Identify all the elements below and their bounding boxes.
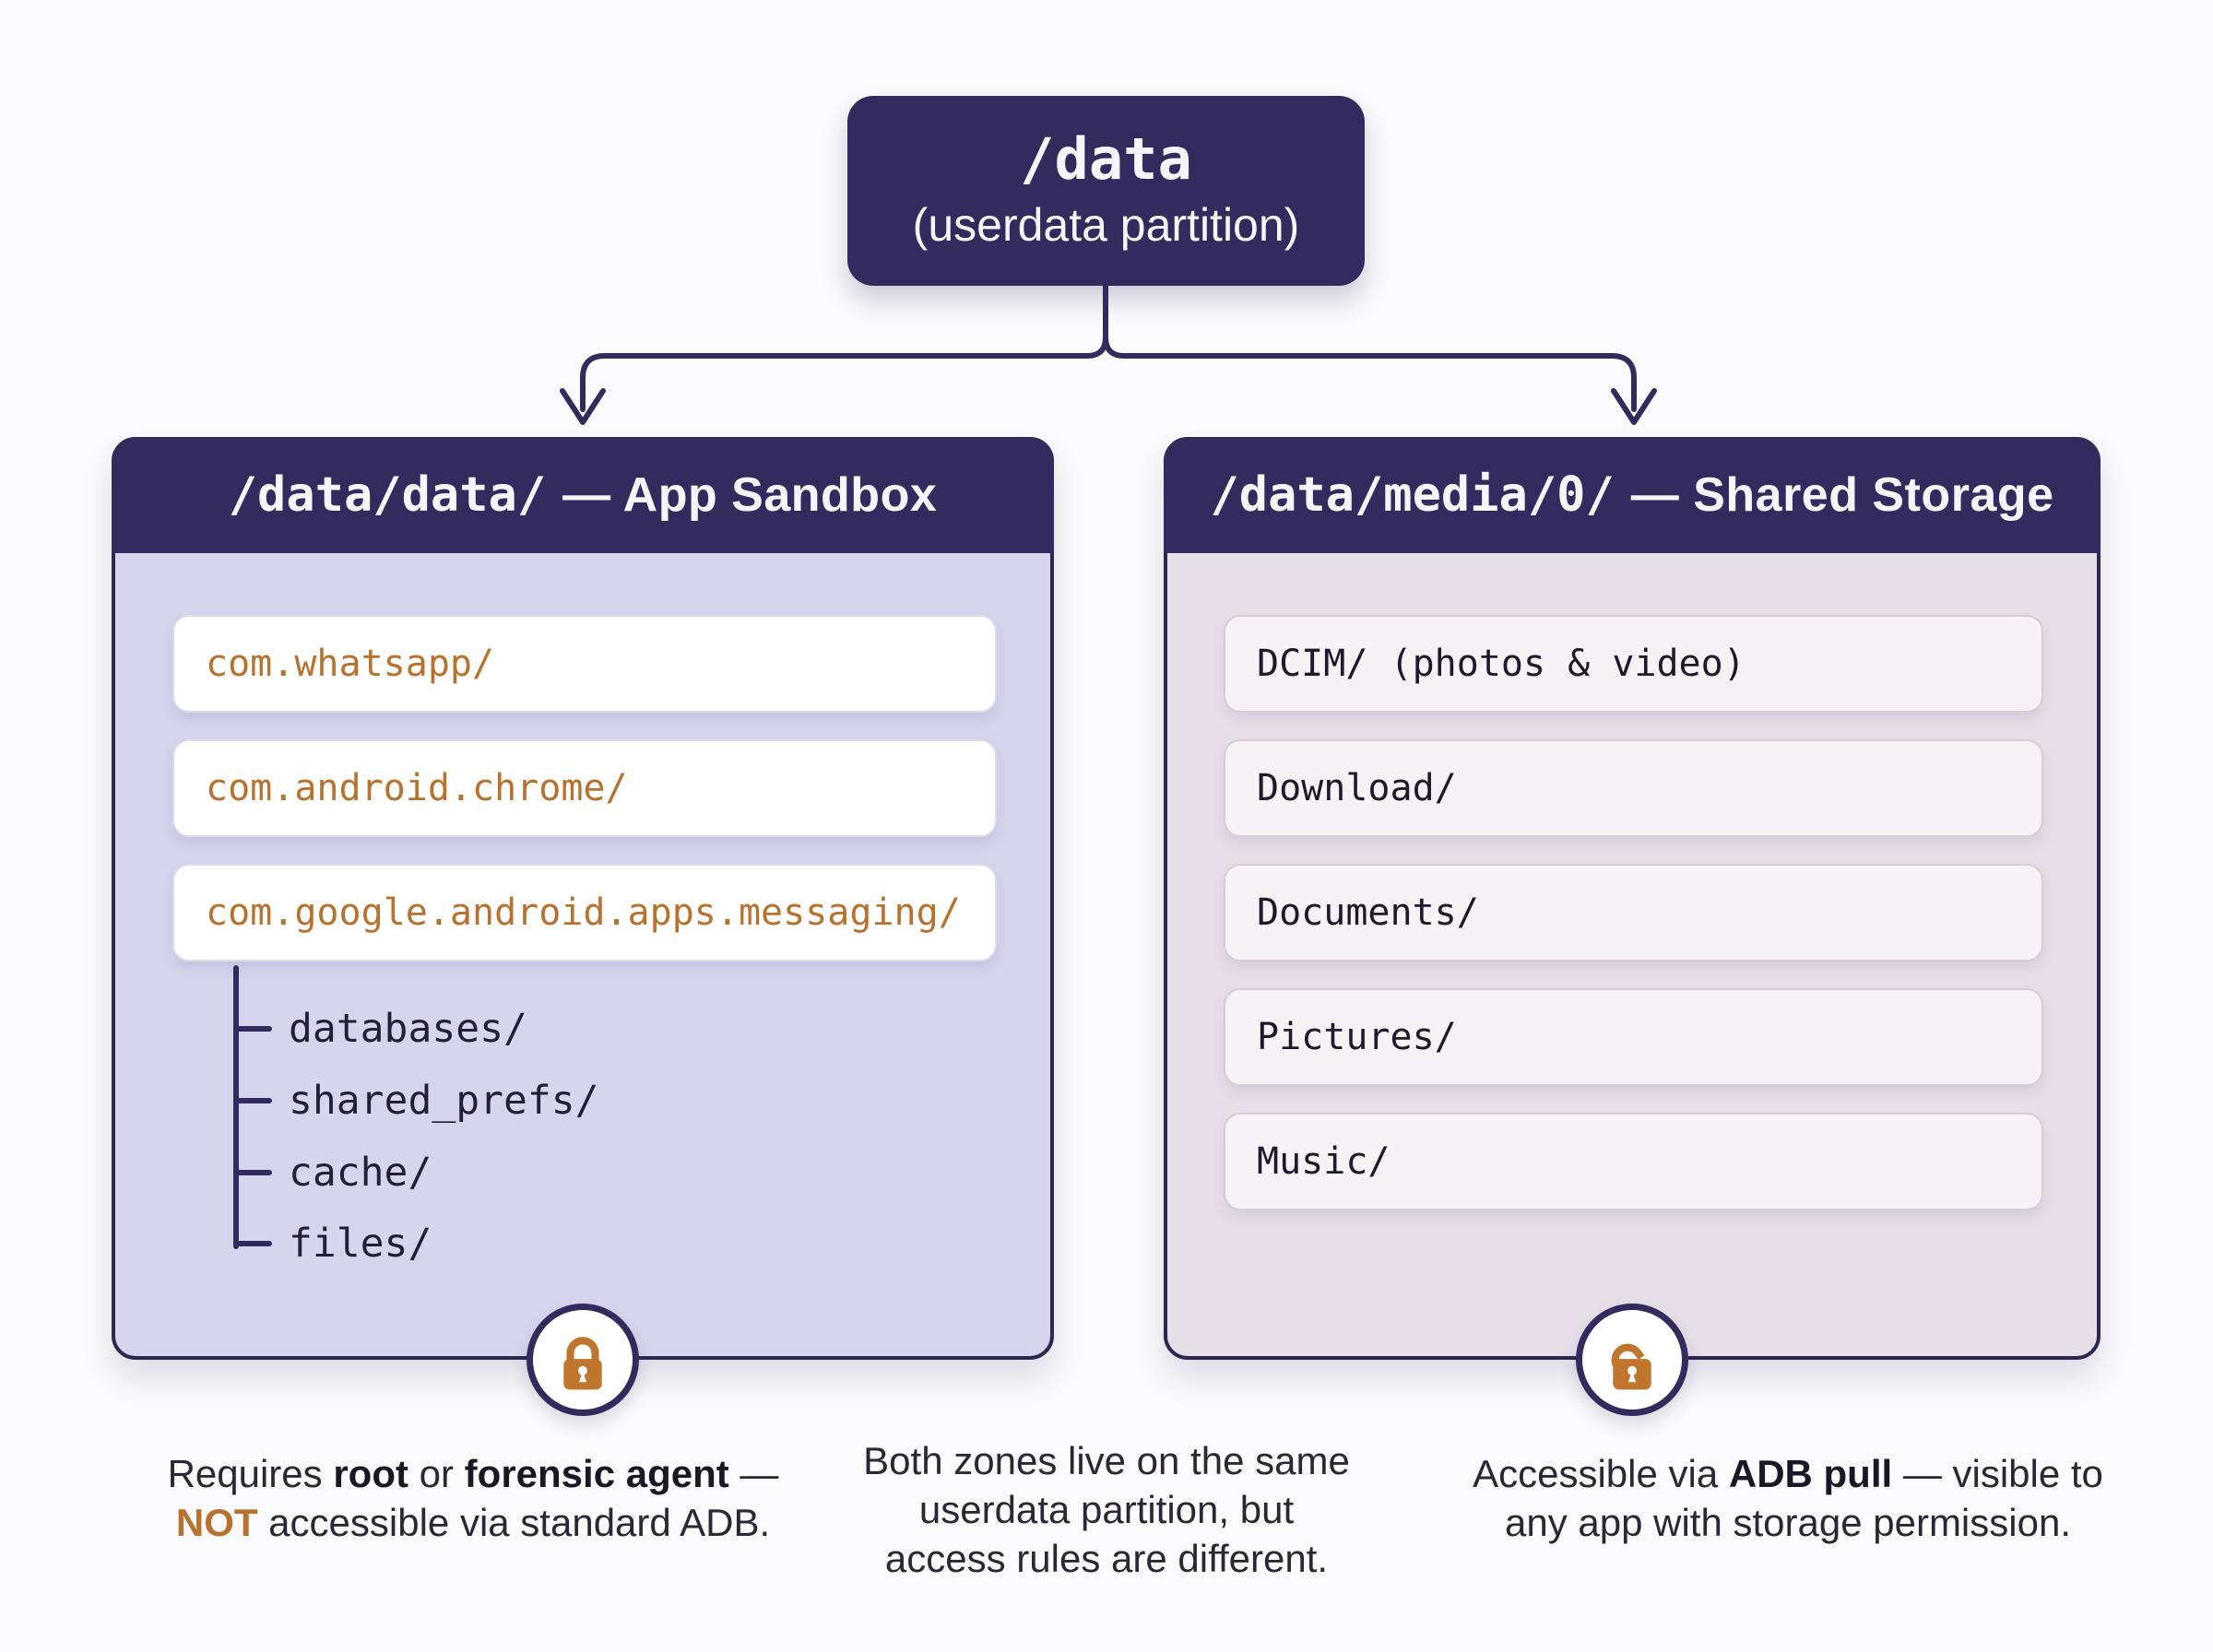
app-folder-label: com.google.android.apps.messaging/: [206, 891, 961, 934]
root-node-data-partition: /data (userdata partition): [847, 96, 1365, 286]
sandbox-header-path: /data/data/: [228, 467, 547, 523]
tree-branch-tick: [233, 1098, 272, 1103]
caption-text: Both zones live on the same: [863, 1439, 1350, 1482]
shared-header-title: — Shared Storage: [1630, 468, 2054, 522]
caption-text: access rules are different.: [884, 1537, 1329, 1580]
caption-partition-note: Both zones live on the same userdata par…: [830, 1436, 1383, 1583]
app-folder-label: com.android.chrome/: [206, 767, 628, 809]
shared-folder-label: Documents/: [1257, 891, 1479, 934]
caption-text: or: [408, 1452, 465, 1495]
caption-text: — visible to: [1892, 1452, 2103, 1495]
shared-folder-card: Pictures/: [1224, 988, 2043, 1086]
tree-stem-line: [233, 965, 239, 1249]
tree-item: files/: [233, 1221, 432, 1267]
root-subtitle: (userdata partition): [912, 198, 1300, 251]
tree-item: databases/: [233, 1006, 527, 1052]
shared-unlock-badge: [1576, 1304, 1688, 1416]
tree-item-label: cache/: [289, 1150, 432, 1196]
caption-shared-access: Accessible via ADB pull — visible to any…: [1465, 1449, 2111, 1547]
caption-bold-text: root: [333, 1452, 408, 1495]
panel-app-sandbox: /data/data/ — App Sandbox com.whatsapp/ …: [112, 437, 1054, 1360]
arrowhead-right-icon: [1611, 388, 1657, 425]
shared-folder-card: DCIM/ (photos & video): [1224, 615, 2043, 713]
tree-item: shared_prefs/: [233, 1078, 599, 1124]
connector-right-path: [1103, 281, 1637, 412]
lock-open-icon: [1611, 1343, 1651, 1390]
caption-text: Requires: [167, 1452, 334, 1495]
tree-item: cache/: [233, 1150, 432, 1196]
caption-text: accessible via standard ADB.: [257, 1501, 771, 1544]
app-folder-label: com.whatsapp/: [206, 643, 495, 685]
caption-text: userdata partition, but: [918, 1488, 1295, 1531]
caption-text: Accessible via: [1473, 1452, 1729, 1495]
panel-shared-storage-header: /data/media/0/ — Shared Storage: [1164, 437, 2101, 553]
tree-item-label: databases/: [289, 1006, 527, 1052]
caption-text: —: [728, 1452, 779, 1495]
root-path: /data: [1020, 124, 1192, 193]
shared-folder-card: Download/: [1224, 739, 2043, 837]
app-folder-card: com.android.chrome/: [172, 739, 997, 837]
caption-text: any app with storage permission.: [1505, 1501, 2071, 1544]
app-folder-card: com.whatsapp/: [172, 615, 997, 713]
shared-folder-label: Pictures/: [1257, 1016, 1457, 1058]
tree-item-label: files/: [289, 1221, 432, 1267]
panel-shared-storage: /data/media/0/ — Shared Storage DCIM/ (p…: [1164, 437, 2101, 1360]
shared-header-path: /data/media/0/: [1210, 467, 1615, 523]
connector-left-path: [580, 281, 1108, 412]
app-folder-card: com.google.android.apps.messaging/: [172, 864, 997, 962]
caption-sandbox-access: Requires root or forensic agent — NOT ac…: [150, 1449, 796, 1547]
sandbox-header-title: — App Sandbox: [562, 468, 938, 522]
arrowhead-left-icon: [560, 388, 606, 425]
shared-folder-label: Download/: [1257, 767, 1457, 809]
tree-branch-tick: [233, 1170, 272, 1175]
shared-folder-label: DCIM/ (photos & video): [1257, 643, 1746, 685]
shared-folder-card: Music/: [1224, 1113, 2043, 1210]
caption-bold-text: ADB pull: [1728, 1452, 1893, 1495]
shared-folder-card: Documents/: [1224, 864, 2043, 962]
lock-closed-icon: [563, 1337, 602, 1390]
sandbox-lock-badge: [527, 1304, 639, 1416]
shared-folder-label: Music/: [1257, 1140, 1391, 1183]
tree-branch-tick: [233, 1241, 272, 1246]
panel-app-sandbox-header: /data/data/ — App Sandbox: [112, 437, 1054, 553]
caption-accent-text: NOT: [175, 1501, 258, 1544]
caption-bold-text: forensic agent: [464, 1452, 729, 1495]
tree-branch-tick: [233, 1026, 272, 1032]
tree-item-label: shared_prefs/: [289, 1078, 599, 1124]
